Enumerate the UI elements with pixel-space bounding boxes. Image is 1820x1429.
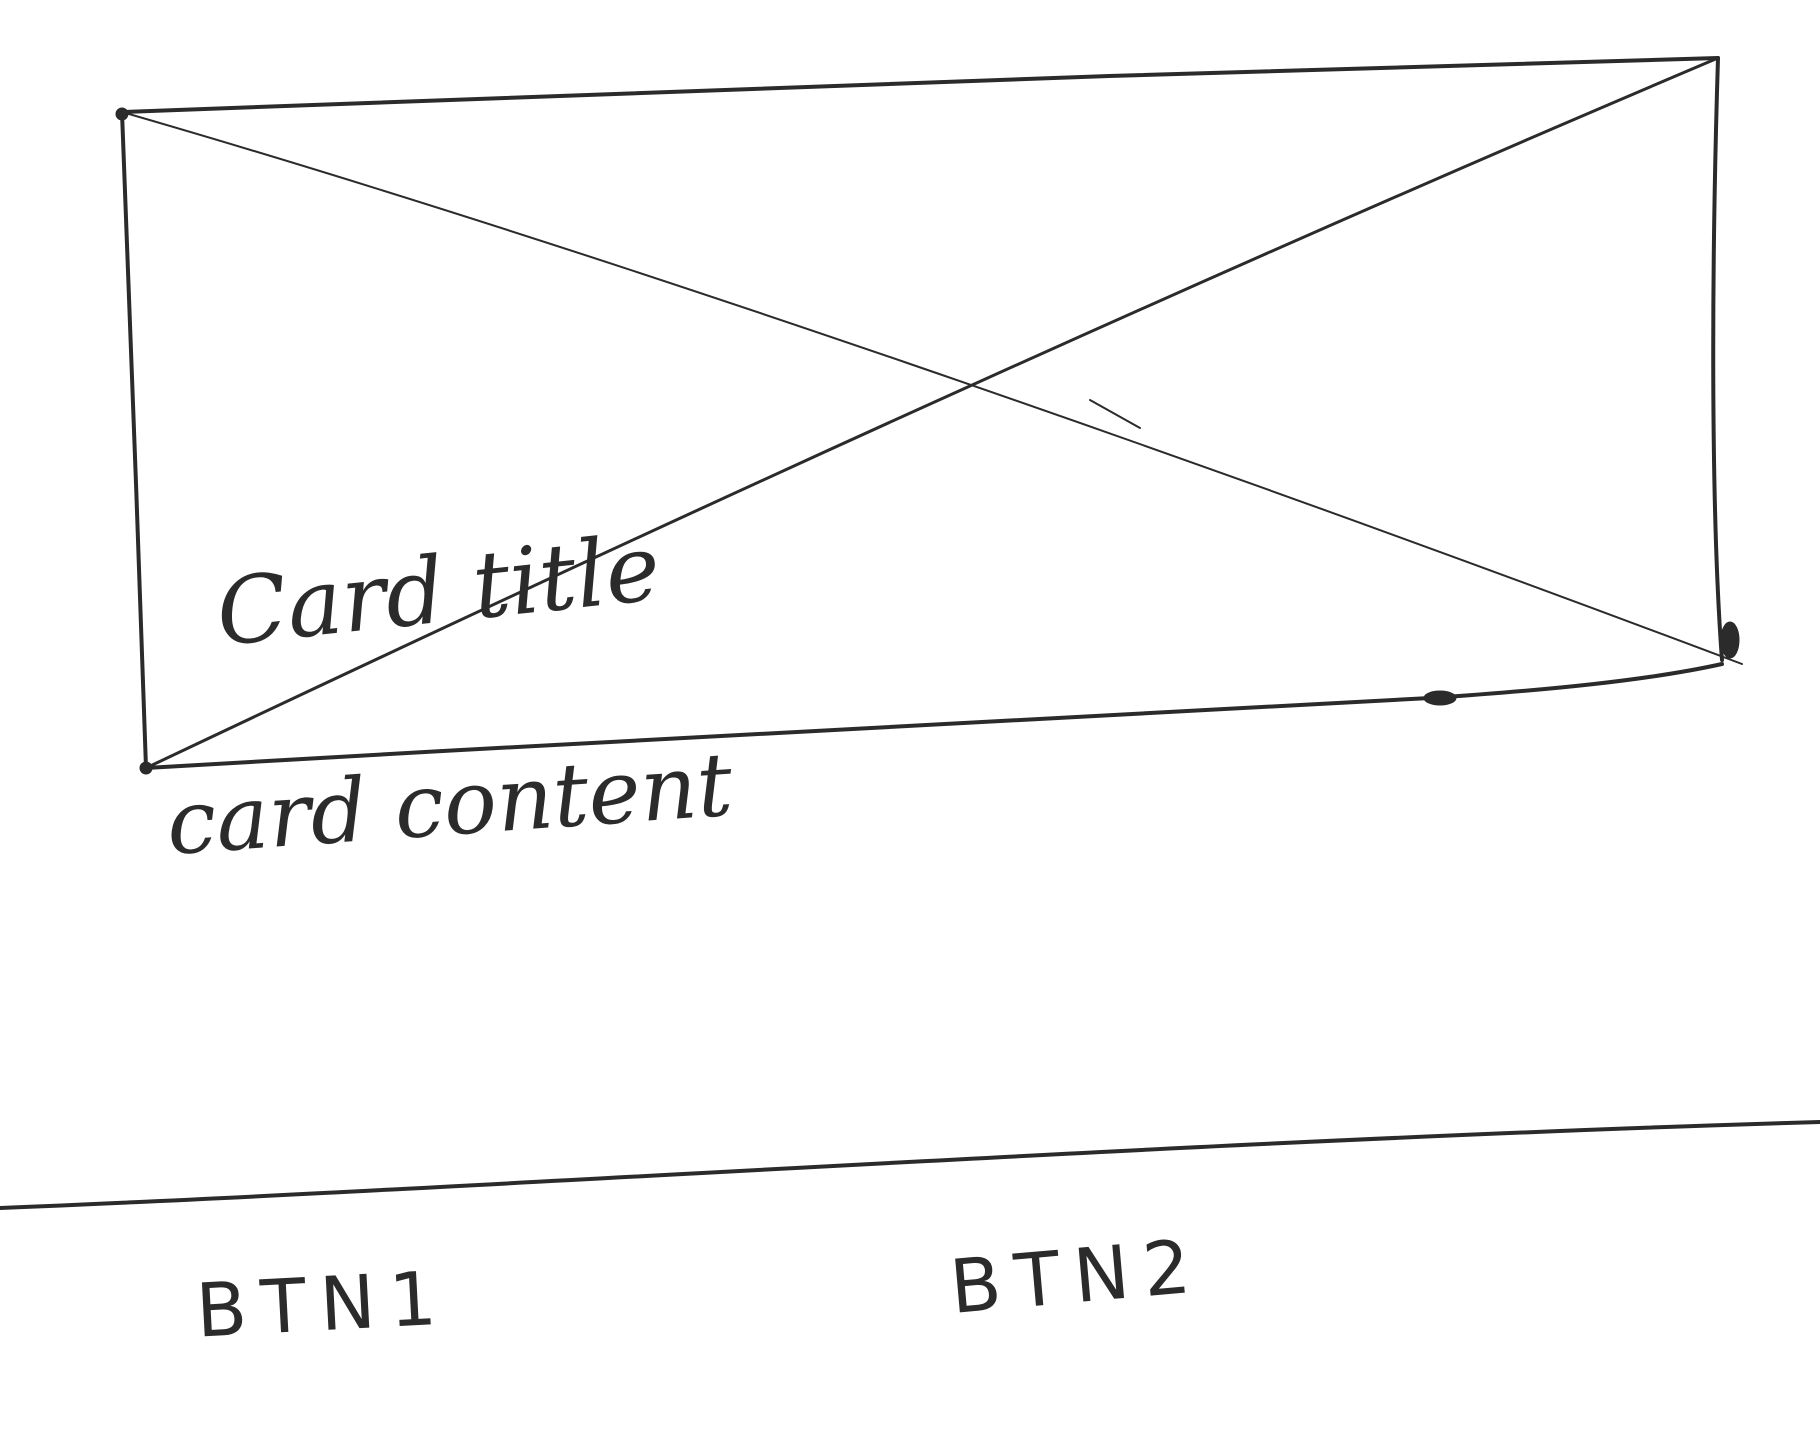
corner-dot-bottom-right bbox=[1720, 621, 1740, 659]
btn1-button[interactable]: BTN1 bbox=[193, 1255, 453, 1355]
placeholder-right-edge bbox=[1711, 56, 1724, 662]
actions-divider bbox=[0, 1120, 1820, 1210]
card-image-placeholder bbox=[115, 56, 1743, 775]
corner-dot-bottom-left bbox=[139, 761, 153, 775]
placeholder-top-edge bbox=[120, 56, 1720, 114]
placeholder-diagonal-up bbox=[144, 56, 1720, 770]
placeholder-bottom-edge bbox=[144, 662, 1724, 770]
placeholder-diagonal-down bbox=[121, 111, 1743, 665]
placeholder-left-edge bbox=[120, 110, 148, 770]
btn2-button[interactable]: BTN2 bbox=[946, 1223, 1208, 1331]
center-stray-mark bbox=[1089, 399, 1141, 429]
bottom-edge-dot bbox=[1423, 690, 1457, 706]
corner-dot-top-left bbox=[115, 107, 129, 121]
